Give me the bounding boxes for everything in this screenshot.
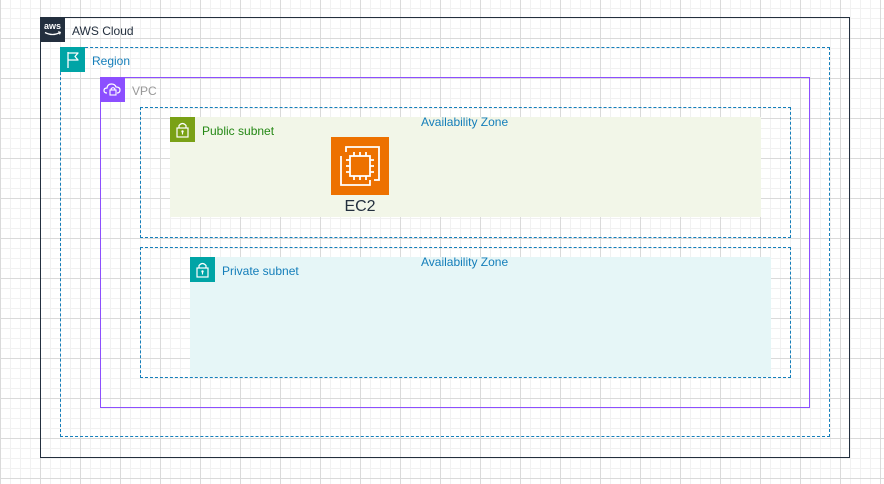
public-subnet-label: Public subnet <box>202 124 275 138</box>
availability-zone-2[interactable] <box>140 247 791 378</box>
private-subnet-group[interactable] <box>190 257 771 377</box>
ec2-instance-icon[interactable] <box>331 137 389 195</box>
availability-zone-1[interactable] <box>140 107 791 238</box>
region-label: Region <box>92 54 131 68</box>
vpc-cloud-lock-icon <box>100 77 125 102</box>
availability-zone-label: Availability Zone <box>421 255 509 269</box>
lock-icon <box>190 257 215 282</box>
region-group[interactable] <box>60 47 830 437</box>
lock-icon <box>170 117 195 142</box>
aws-logo-icon: aws <box>40 17 65 42</box>
availability-zone-label: Availability Zone <box>421 115 509 129</box>
flag-icon <box>60 47 85 72</box>
svg-text:aws: aws <box>44 21 61 31</box>
vpc-group[interactable] <box>100 77 810 408</box>
public-subnet-group[interactable] <box>170 117 761 217</box>
ec2-label: EC2 <box>344 198 376 215</box>
aws-cloud-group[interactable] <box>40 17 850 458</box>
private-subnet-label: Private subnet <box>222 264 299 278</box>
aws-cloud-label: AWS Cloud <box>72 24 134 38</box>
vpc-label: VPC <box>132 84 157 98</box>
